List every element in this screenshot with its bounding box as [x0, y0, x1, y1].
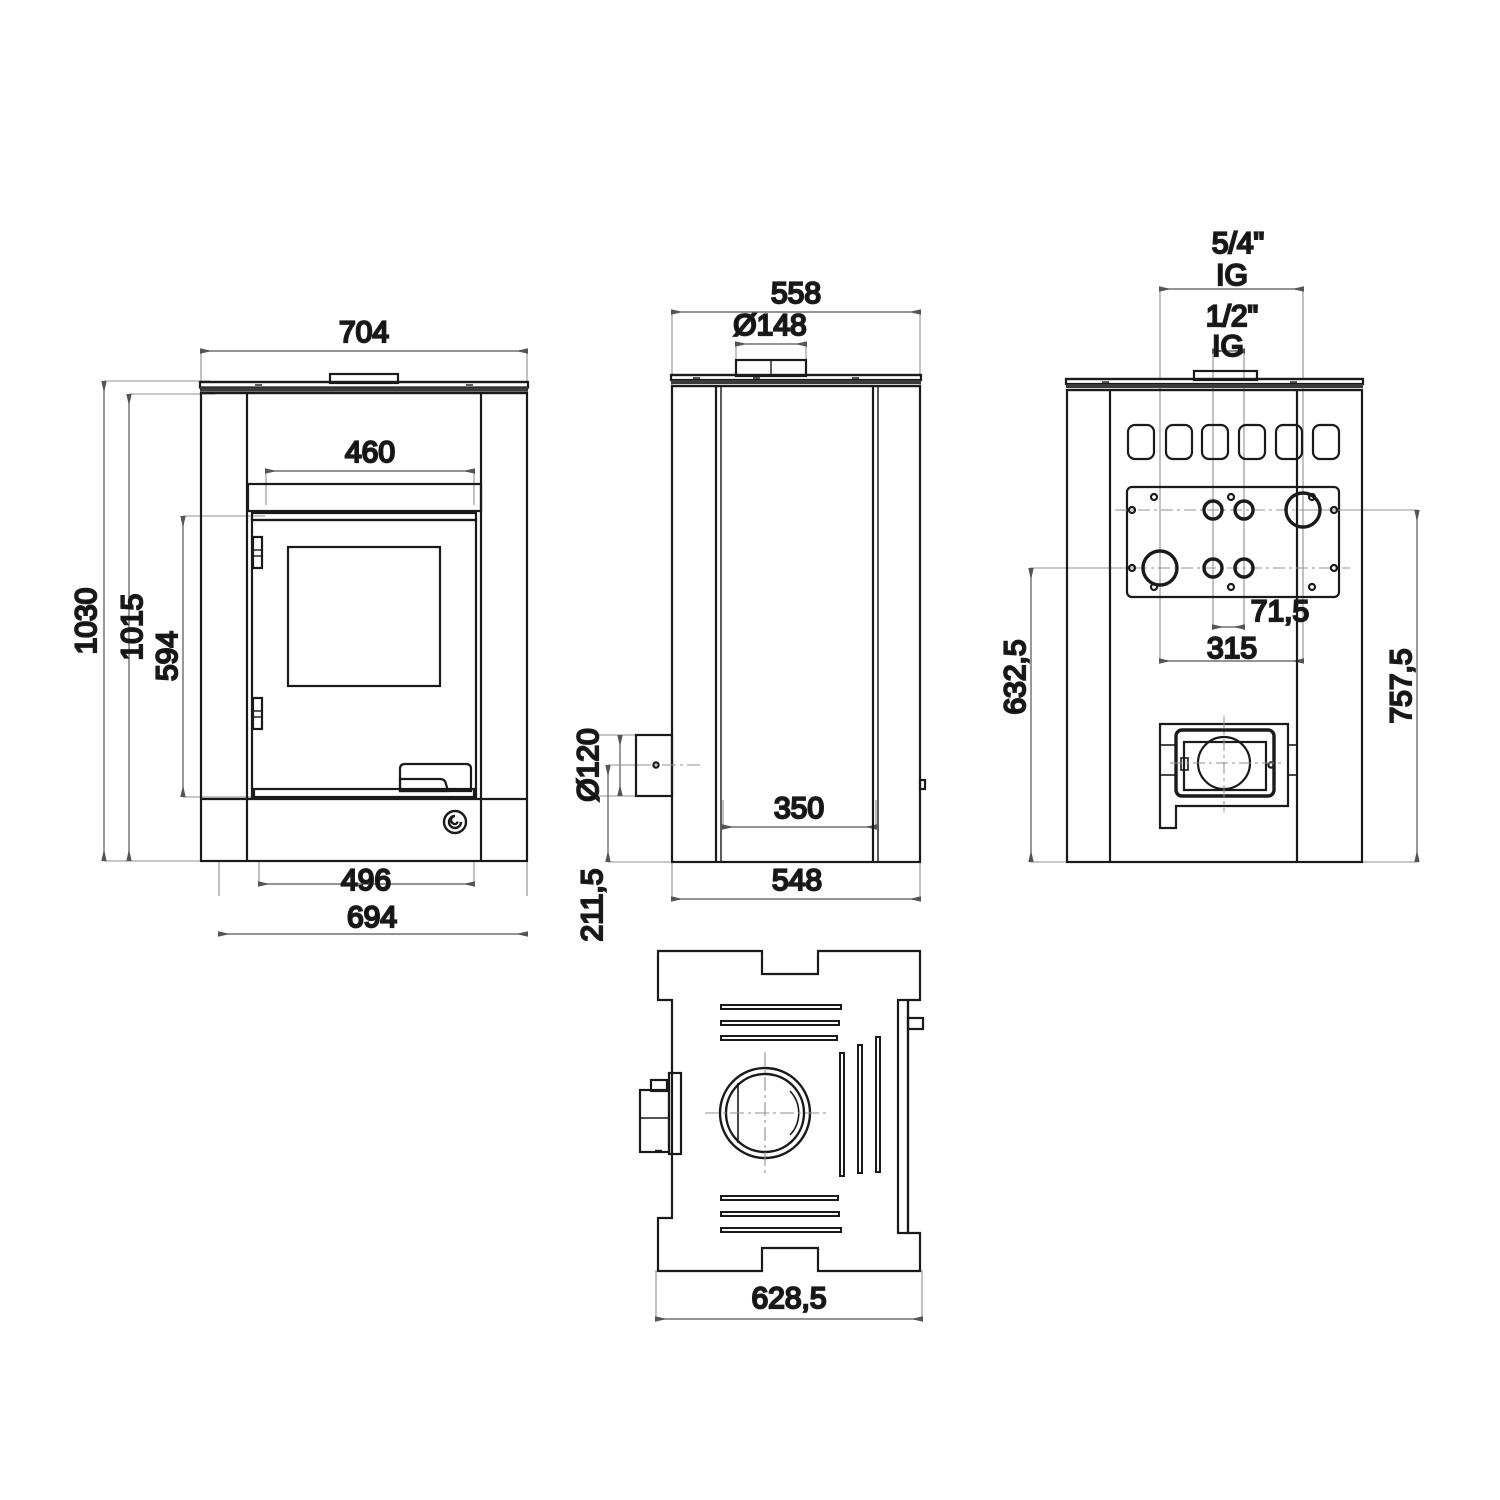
plan-view: 628,5 — [638, 949, 925, 1322]
manufacturer-logo — [442, 809, 468, 835]
rear-view-plate-centrelines — [1112, 509, 1350, 569]
plan-view-extension-lines — [655, 1270, 923, 1320]
dim-label-558: 558 — [771, 277, 821, 310]
dim-label-71-5: 71,5 — [1251, 595, 1309, 628]
dim-label-350: 350 — [774, 792, 824, 825]
dim-label-315: 315 — [1207, 632, 1257, 665]
rear-view-upper-ports — [1202, 491, 1322, 529]
front-view-dimension-lines — [101, 348, 528, 937]
dim-label-548: 548 — [772, 864, 822, 897]
rear-view-lower-ports — [1141, 549, 1255, 587]
dim-label-496: 496 — [341, 864, 391, 897]
dim-label-d148: Ø148 — [733, 309, 806, 342]
dim-label-1015: 1015 — [116, 594, 149, 661]
side-view-side-tab — [918, 778, 927, 791]
dim-label-ig-lower: IG — [1212, 330, 1244, 363]
dim-label-694: 694 — [347, 901, 397, 934]
dim-label-5-4-inch: 5/4" — [1212, 227, 1264, 260]
dim-label-632-5: 632,5 — [999, 639, 1032, 714]
front-view-flue-collar — [328, 372, 400, 385]
plan-view-rear-rail — [896, 998, 925, 1235]
rear-view-dimension-lines — [1028, 286, 1420, 862]
plan-view-side-spigot — [638, 1071, 683, 1156]
rear-view-extension-lines — [1030, 288, 1418, 863]
dim-label-1030: 1030 — [70, 588, 103, 655]
dim-label-d120: Ø120 — [572, 728, 605, 801]
rear-view-plate-fixing-holes — [1127, 492, 1339, 592]
front-view: 704 460 1030 1015 594 496 694 — [69, 315, 530, 937]
front-view-hinge-upper — [251, 535, 264, 570]
rear-view-hatch-centrelines — [1170, 716, 1282, 812]
rear-view-ventilation-slots — [1126, 423, 1341, 461]
front-view-door-handle — [398, 762, 473, 793]
plan-view-collar-centrelines — [705, 1052, 828, 1175]
dim-label-594: 594 — [151, 631, 184, 681]
dim-label-460: 460 — [345, 436, 395, 469]
dim-label-1-2-inch: 1/2" — [1206, 300, 1258, 333]
side-view-dimension-lines — [605, 309, 921, 902]
rear-view-connection-plate — [1125, 485, 1341, 599]
plan-view-outline — [656, 949, 922, 1273]
front-view-hinge-lower — [251, 696, 264, 731]
plan-view-louvres-top — [720, 1004, 842, 1041]
dim-label-628-5: 628,5 — [751, 1282, 826, 1315]
plan-view-louvres-right — [839, 1036, 881, 1177]
side-view: 558 Ø148 Ø120 350 548 211,5 — [571, 276, 927, 943]
dim-label-211-5: 211,5 — [576, 869, 609, 942]
front-view-door-bottom-rail — [252, 787, 476, 799]
rear-view-flue-collar — [1192, 369, 1259, 382]
side-view-flue-collar — [734, 358, 808, 378]
plan-view-louvres-bottom — [720, 1195, 842, 1233]
dim-label-704: 704 — [339, 316, 389, 349]
dim-label-757-5: 757,5 — [1385, 648, 1418, 723]
rear-view: 5/4" IG 1/2" IG 71,5 315 632,5 757,5 — [998, 226, 1420, 864]
dim-label-ig-upper: IG — [1216, 259, 1248, 292]
front-view-glass-pane — [286, 545, 442, 688]
